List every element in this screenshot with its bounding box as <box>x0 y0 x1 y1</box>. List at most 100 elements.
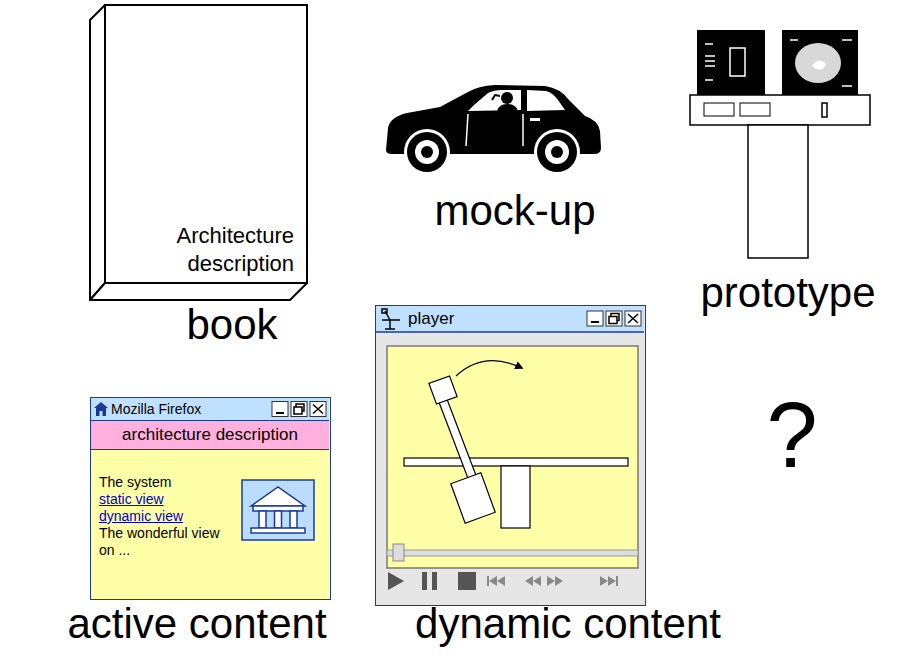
player-frame-part-part <box>489 576 497 586</box>
book-outline-part <box>90 283 307 300</box>
car-mockup-part <box>466 114 468 146</box>
caption: prototype <box>700 270 875 316</box>
car-mockup-part <box>501 92 513 104</box>
player-frame-part-part <box>525 576 533 586</box>
player-frame-part-part <box>608 576 616 586</box>
window-title: player <box>376 306 454 332</box>
page-heading: architecture description <box>122 421 298 449</box>
prototype-machine-part <box>705 79 713 81</box>
car-mockup-part <box>537 132 577 172</box>
car-mockup-part <box>404 129 450 175</box>
player-frame-part-part <box>385 328 395 330</box>
car-mockup-part <box>545 140 569 164</box>
car-mockup <box>386 85 601 175</box>
prototype-machine <box>690 30 870 258</box>
hyperlink: dynamic view <box>99 508 233 525</box>
player-frame-part <box>625 311 641 326</box>
temple-icon-part <box>275 511 282 528</box>
caption: book <box>186 302 277 348</box>
book-outline-part <box>90 5 105 300</box>
browser-window: Mozilla Firefoxarchitecture descriptionT… <box>90 397 331 600</box>
window-title: Mozilla Firefox <box>91 398 201 420</box>
player-frame-part-part <box>555 576 563 586</box>
player-frame-part <box>487 576 618 586</box>
player-frame-part <box>437 394 477 481</box>
car-mockup-part <box>421 146 433 158</box>
temple-icon-part <box>242 480 314 540</box>
player-frame-part <box>429 376 457 404</box>
window-controls-part <box>100 411 103 416</box>
page-header-band: architecture description <box>91 420 329 450</box>
window-controls-part <box>294 407 302 414</box>
player-frame-part <box>387 346 638 568</box>
player-frame-part <box>376 331 644 333</box>
player-frame <box>376 306 644 604</box>
prototype-machine-part-part <box>740 103 770 116</box>
player-frame-part-part <box>616 576 618 586</box>
window-controls-part <box>291 402 307 417</box>
prototype-machine-part <box>842 85 852 87</box>
player-frame-part <box>628 314 638 323</box>
player-frame-part <box>587 311 603 326</box>
player-frame-part <box>404 458 628 466</box>
player-frame-part-part <box>533 576 541 586</box>
player-frame-part <box>609 317 617 324</box>
player-frame-part <box>388 572 404 590</box>
caption: active content <box>67 601 326 647</box>
player-frame-part <box>376 306 644 332</box>
car-mockup-part <box>534 129 580 175</box>
prototype-machine-part <box>705 60 715 62</box>
car-mockup-part <box>407 132 447 172</box>
player-frame-part <box>458 572 476 590</box>
prototype-machine-part <box>697 30 765 95</box>
window-controls-part <box>94 402 108 408</box>
car-mockup-part <box>415 140 439 164</box>
prototype-machine-part <box>795 43 841 83</box>
player-window: player <box>375 305 646 606</box>
hyperlink: static view <box>99 491 233 508</box>
car-mockup-part <box>522 114 524 146</box>
prototype-machine-part <box>705 65 715 67</box>
player-frame-part-part <box>497 576 505 586</box>
player-frame-part <box>501 466 530 528</box>
caption: mock-up <box>434 188 595 234</box>
prototype-machine-part <box>730 48 745 76</box>
car-mockup-part <box>497 104 518 111</box>
temple-icon-part <box>251 528 305 533</box>
prototype-machine-part <box>748 125 808 258</box>
cover-title: Architecture description <box>126 222 294 279</box>
caption: dynamic content <box>415 601 721 647</box>
prototype-machine-part <box>842 39 852 41</box>
player-frame-part <box>606 311 622 326</box>
temple-icon-part <box>290 511 297 528</box>
player-frame-part <box>387 550 638 556</box>
page-text: The system <box>99 474 233 491</box>
player-frame-part <box>432 572 437 590</box>
player-frame-part <box>422 572 427 590</box>
book-cover: Architecture description <box>88 3 310 303</box>
player-frame-part <box>591 321 599 323</box>
prototype-machine-part <box>790 39 798 41</box>
prototype-machine-part <box>782 30 858 95</box>
prototype-machine-part <box>705 55 715 57</box>
player-frame-part <box>382 309 400 329</box>
car-mockup-part <box>492 95 500 100</box>
prototype-machine-part-part <box>704 103 734 116</box>
prototype-machine-part <box>822 103 827 117</box>
window-controls-part <box>313 405 323 414</box>
car-mockup-part <box>527 90 565 111</box>
prototype-machine-part <box>704 103 770 116</box>
prototype-machine-part <box>812 60 826 69</box>
player-frame-part-part <box>382 309 387 313</box>
player-frame-part-part <box>389 320 391 329</box>
book-outline-part <box>105 5 307 283</box>
player-frame-part <box>451 473 495 523</box>
window-controls-part <box>272 402 288 417</box>
temple-icon-part <box>251 487 305 506</box>
player-frame-part-part <box>487 576 489 586</box>
car-mockup-part <box>551 146 563 158</box>
temple-icon-part <box>259 511 266 528</box>
page-content: The systemstatic viewdynamic viewThe won… <box>91 450 329 598</box>
car-mockup-part <box>468 90 521 111</box>
